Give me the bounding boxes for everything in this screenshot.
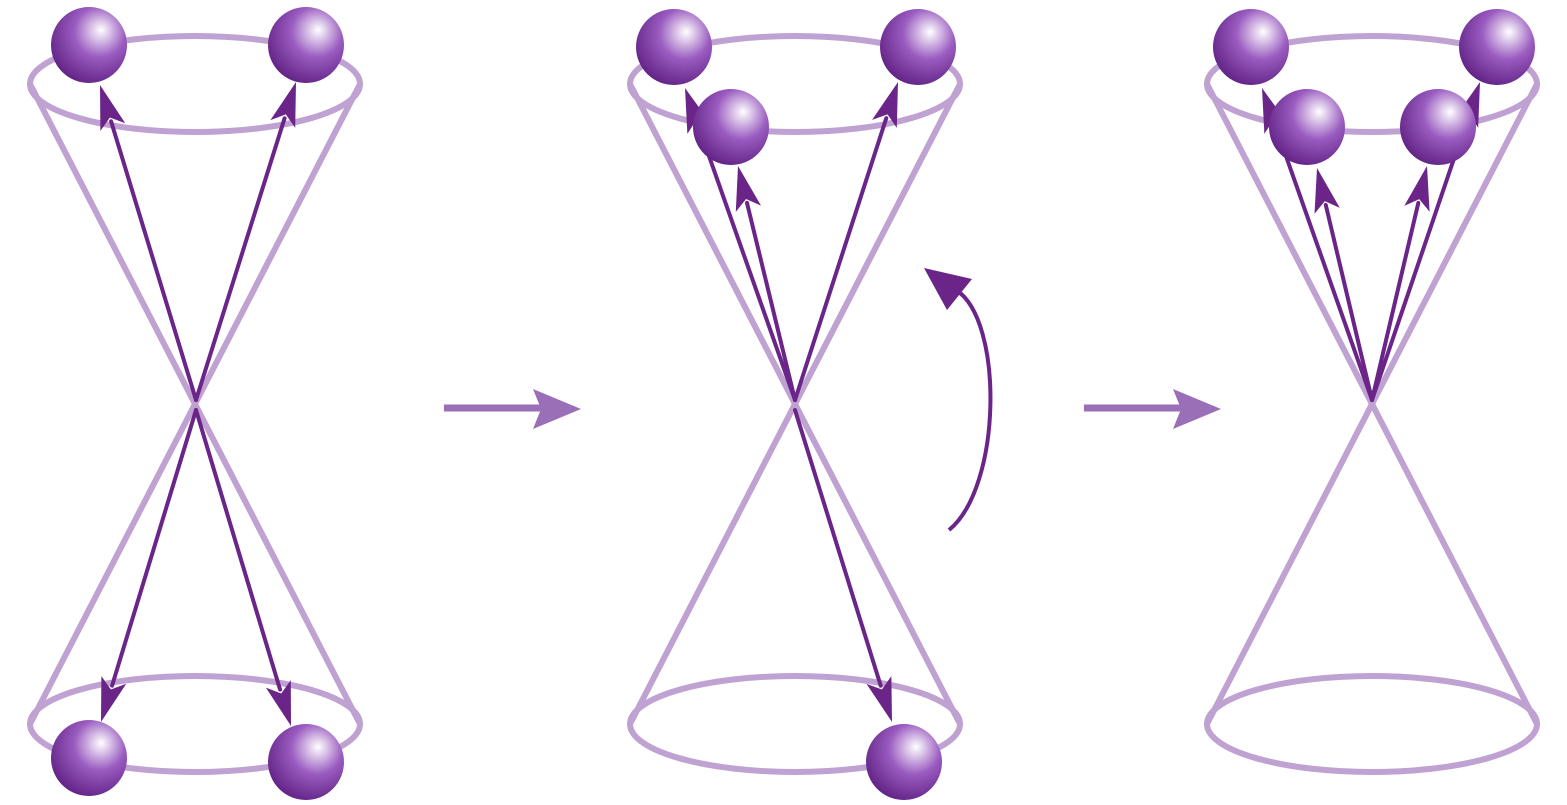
particle-sphere-icon	[268, 724, 344, 800]
cone-side-line	[27, 81, 363, 727]
spin-vector-shaft	[109, 119, 198, 402]
spin-vector-arrowhead	[866, 676, 892, 722]
particle-sphere-icon	[268, 7, 344, 83]
panel-3	[1204, 9, 1540, 775]
cone-side-line	[627, 81, 963, 727]
particle-sphere-icon	[1400, 89, 1476, 165]
transition-arrow-icon	[444, 389, 581, 429]
spin-vector-shaft	[793, 408, 883, 688]
spin-vector-arrowhead	[265, 680, 291, 726]
particle-sphere-icon	[880, 9, 956, 85]
spin-vector-arrowhead	[872, 82, 898, 128]
particle-sphere-icon	[636, 9, 712, 85]
spin-vector-shaft	[793, 116, 889, 402]
particle-sphere-icon	[1269, 89, 1345, 165]
transition-arrow-icon	[1084, 389, 1221, 429]
rotation-arrow-icon	[924, 268, 993, 532]
spin-vector-shaft	[110, 408, 198, 688]
spin-vector-shaft	[194, 408, 283, 692]
spin-vector-up	[793, 82, 898, 402]
spin-vector-shaft	[1370, 115, 1470, 402]
particle-sphere-icon	[693, 89, 769, 165]
spin-vector-arrowhead	[735, 166, 762, 212]
spin-vector-up	[1314, 168, 1374, 402]
spin-vector-down	[101, 408, 198, 722]
spin-vector-up	[735, 166, 797, 402]
spin-vector-shaft	[744, 200, 797, 402]
spin-vector-up	[1370, 166, 1430, 402]
particle-sphere-icon	[1459, 9, 1535, 85]
spin-vector-arrowhead	[1404, 166, 1430, 212]
panel-1	[27, 7, 363, 800]
spin-vector-down	[194, 408, 291, 726]
spin-vector-up	[100, 85, 198, 402]
spin-vector-shaft	[1323, 202, 1374, 402]
spin-vector-shaft	[1370, 200, 1421, 402]
double-cone	[1204, 33, 1540, 775]
spin-vector-down	[793, 408, 892, 722]
spin-vector-arrowhead	[270, 82, 296, 128]
particle-sphere-icon	[866, 724, 942, 800]
double-cone	[27, 33, 363, 775]
spin-vector-arrowhead	[100, 85, 126, 131]
panel-2	[627, 9, 993, 800]
particle-sphere-icon	[1213, 9, 1289, 85]
cone-side-line	[1204, 81, 1540, 727]
spin-vector-shaft	[1272, 121, 1374, 402]
double-cone	[627, 33, 963, 775]
spin-vector-arrowhead	[1314, 168, 1340, 214]
particle-sphere-icon	[51, 7, 127, 83]
cone-bottom-rim	[1204, 673, 1540, 775]
spin-vector-shaft	[194, 116, 287, 402]
spin-vector-arrowhead	[101, 676, 127, 722]
particle-sphere-icon	[51, 720, 127, 796]
spin-vector-shaft	[695, 121, 797, 402]
spin-vector-up	[194, 82, 296, 402]
